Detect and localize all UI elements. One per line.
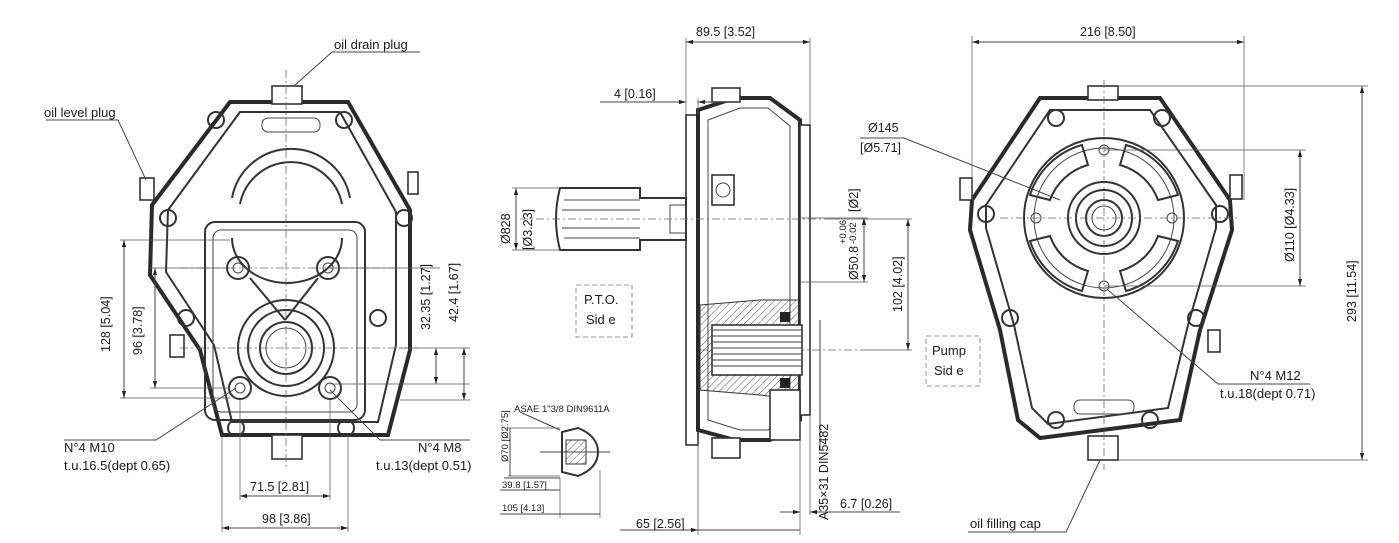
oil-drain-plug-label: oil drain plug	[334, 37, 408, 52]
dim-2: [Ø2]	[847, 188, 861, 212]
front-view-dimensions	[46, 51, 470, 532]
dim-50-8-tol-bot: -0.02	[848, 222, 859, 244]
oil-level-plug-shape	[139, 177, 155, 201]
dim-70: Ø70 [Ø2.75]	[500, 410, 511, 462]
dim-89-5: 89.5 [3.52]	[696, 25, 755, 39]
dim-293: 293 [11.54]	[1345, 260, 1359, 322]
dim-145: Ø145	[868, 121, 899, 135]
dim-50-8: Ø50.8	[847, 246, 861, 280]
pto-side-label-line1: P.T.O.	[584, 292, 618, 307]
m8-label-line1: N°4 M8	[418, 440, 462, 455]
dim-128: 128 [5.04]	[99, 296, 113, 352]
oil-level-plug-label: oil level plug	[44, 105, 116, 120]
dim-828: Ø828	[499, 213, 513, 244]
rear-view-dimensions	[860, 36, 1368, 533]
din5482-label: A35×31 DIN5482	[817, 424, 831, 520]
dim-6-7: 6.7 [0.26]	[840, 497, 892, 511]
dim-32-35: 32.35 [1.27]	[419, 264, 433, 330]
dim-50-8-tol-top: +0.06	[838, 220, 849, 244]
oil-filling-cap-shape	[1087, 435, 1119, 461]
dim-42-4: 42.4 [1.67]	[447, 263, 461, 322]
pump-side-box	[925, 335, 981, 387]
dim-3-23: [Ø3.23]	[521, 209, 535, 250]
dim-110: Ø110 [Ø4.33]	[1283, 188, 1297, 262]
dim-216: 216 [8.50]	[1080, 25, 1136, 39]
m10-label-line2: t.u.16.5(dept 0.65)	[64, 458, 170, 473]
dim-71-5: 71.5 [2.81]	[250, 480, 309, 494]
dim-105: 105 [4.13]	[502, 503, 544, 514]
dim-5-71: [Ø5.71]	[860, 141, 901, 155]
dim-65: 65 [2.56]	[636, 517, 685, 531]
side-view	[520, 87, 860, 459]
pump-side-label-line2: Sid e	[934, 363, 964, 378]
rear-view	[959, 80, 1243, 470]
dim-96: 96 [3.78]	[131, 306, 145, 355]
dim-4: 4 [0.16]	[614, 87, 656, 101]
asae-detail	[500, 411, 610, 518]
m12-label-line2: t.u.18(dept 0.71)	[1220, 386, 1315, 401]
pump-side-label-line1: Pump	[932, 343, 966, 358]
pto-side-label-line2: Sid e	[586, 312, 616, 327]
oil-filling-cap-label: oil filling cap	[970, 516, 1041, 531]
pto-side-box	[575, 284, 633, 338]
front-view	[139, 70, 420, 470]
asae-label: ASAE 1"3/8 DIN9611A	[514, 404, 610, 415]
rear-view-outline	[967, 96, 1235, 441]
dim-98: 98 [3.86]	[262, 512, 311, 526]
m12-label-line1: N°4 M12	[1250, 368, 1301, 383]
rear-top-boss	[1087, 85, 1119, 101]
dim-102: 102 [4.02]	[891, 256, 905, 312]
m10-label-line1: N°4 M10	[64, 440, 115, 455]
side-view-dimensions	[512, 38, 912, 535]
m8-label-line2: t.u.13(dept 0.51)	[376, 458, 471, 473]
dim-39-8: 39.8 [1.57]	[502, 480, 547, 491]
oil-drain-plug-shape	[271, 85, 303, 105]
